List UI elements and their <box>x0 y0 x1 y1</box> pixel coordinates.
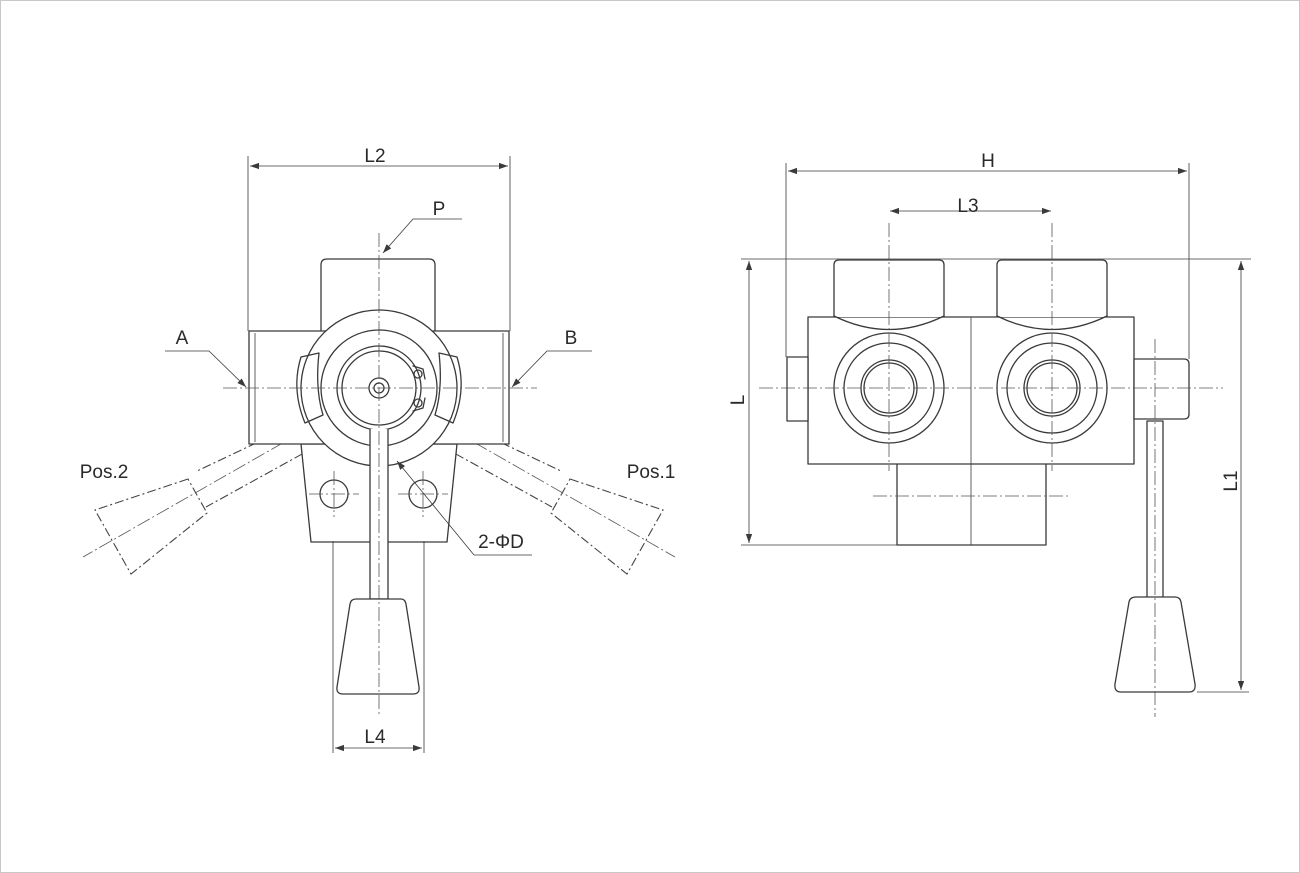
dim-label-l1: L1 <box>1221 470 1242 491</box>
position-label-pos2: Pos.2 <box>80 462 129 483</box>
port-label-p: P <box>433 199 446 220</box>
rear-boss <box>896 455 1047 546</box>
detent-plate <box>296 352 324 424</box>
dim-label-l2: L2 <box>364 146 385 167</box>
port-label-a: A <box>176 328 189 349</box>
detent-pin <box>413 369 423 379</box>
top-boss-right <box>996 259 1108 317</box>
dim-label-l4: L4 <box>364 727 386 748</box>
side-view <box>741 163 1251 717</box>
spindle-stub <box>1133 358 1190 420</box>
front-view <box>82 156 676 753</box>
top-boss-left <box>833 259 945 317</box>
handle-grip <box>336 598 420 695</box>
hole-label-phi-d: 2-ΦD <box>478 532 524 553</box>
side-handle-grip <box>1114 596 1196 693</box>
dim-label-l: L <box>728 395 749 406</box>
dim-label-l3: L3 <box>957 196 978 217</box>
position-label-pos1: Pos.1 <box>627 462 676 483</box>
dim-label-h: H <box>981 151 995 172</box>
side-port-left <box>786 356 809 422</box>
port-label-b: B <box>565 328 578 349</box>
